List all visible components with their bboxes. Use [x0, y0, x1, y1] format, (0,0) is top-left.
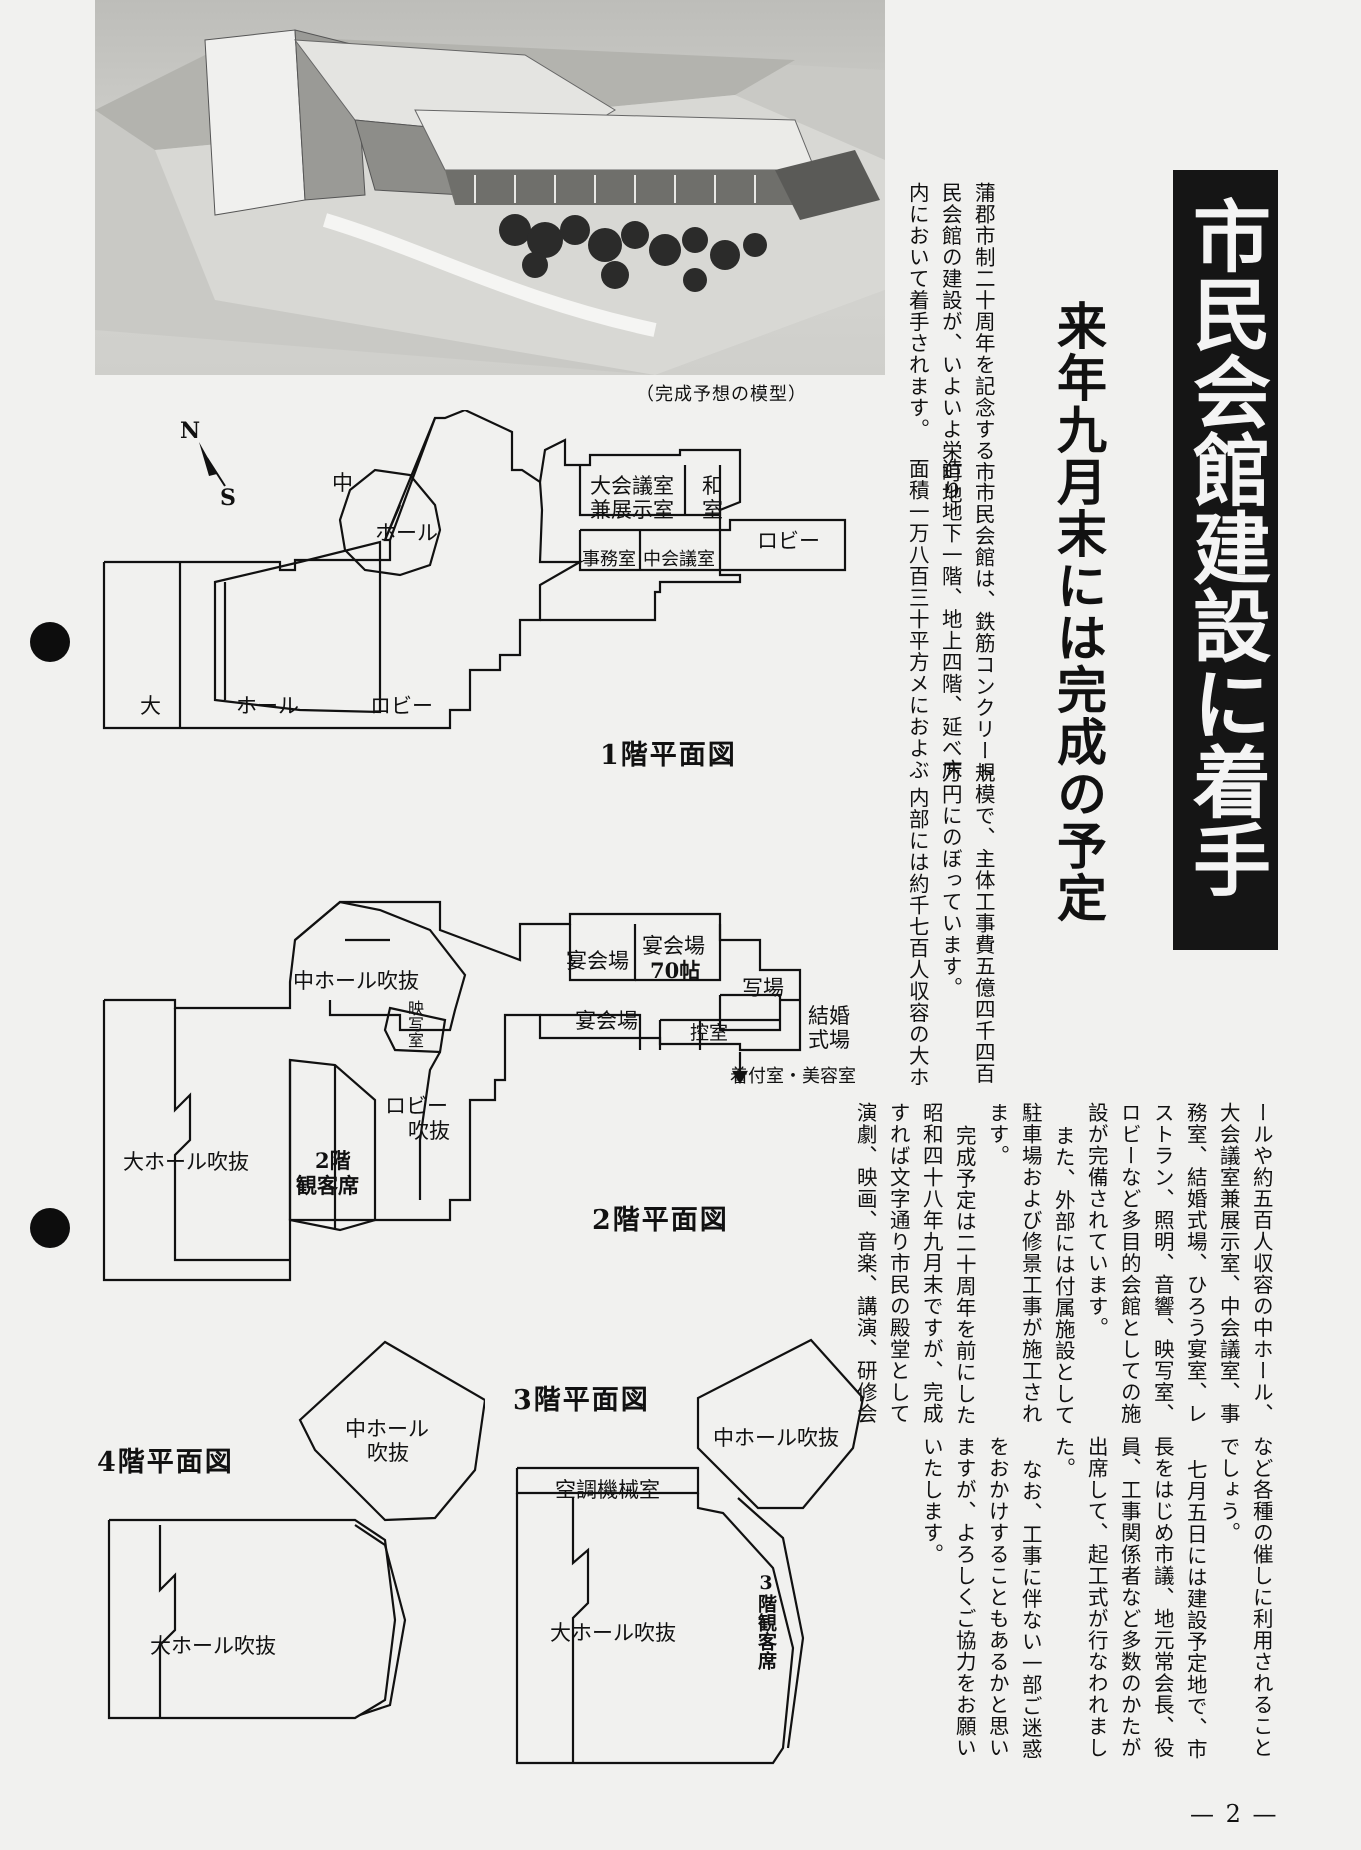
room-4f-big-hall-void: 大ホール吹抜 — [150, 1634, 276, 1658]
room-office: 事務室 — [582, 549, 636, 570]
body-column: ますが、よろしくご協力をお願い — [952, 1436, 977, 1759]
body-column: 設が完備されています。 — [1084, 1102, 1109, 1339]
body-column: 長をはじめ市議、地元常会長、役 — [1150, 1436, 1175, 1759]
room-banquet-2b: 70帖 — [650, 958, 701, 983]
room-dai: 大 — [140, 694, 161, 718]
body-column: 完成予定は二十周年を前にした — [952, 1125, 977, 1426]
room-seats-2f-2: 観客席 — [296, 1173, 359, 1198]
body-column: いたします。 — [919, 1436, 944, 1565]
body-column: 造り地下一階、地上四階、延べ床 — [938, 458, 963, 781]
body-column: 駐車場および修景工事が施工され — [1018, 1102, 1043, 1425]
body-column: ロビーなど多目的会館としての施 — [1117, 1102, 1142, 1425]
floor1-plan-drawing — [102, 410, 847, 730]
body-column: 七月五日には建設予定地で、市 — [1183, 1459, 1208, 1760]
room-aircon: 空調機械室 — [555, 1478, 660, 1502]
room-large-conference-2: 兼展示室 — [590, 498, 674, 522]
body-column: 内部には約千七百人収容の大ホ — [905, 787, 930, 1088]
room-large-hall: ホール — [236, 694, 299, 718]
body-column: ストラン、照明、音響、映写室、 — [1150, 1102, 1175, 1425]
room-mid-conference: 中会議室 — [643, 549, 715, 570]
body-column: 万円にのぼっています。 — [938, 762, 963, 999]
room-mid-hall-void: 中ホール吹抜 — [293, 969, 419, 993]
floor4-title: 4階平面図 — [97, 1447, 234, 1478]
room-banquet-3: 宴会場 — [575, 1009, 638, 1033]
room-dressing: 着付室・美容室 — [730, 1066, 856, 1087]
room-waiting: 控室 — [690, 1022, 729, 1044]
compass-arrow-icon — [199, 442, 226, 487]
body-column: なお、工事に伴ない一部ご迷惑 — [1018, 1459, 1043, 1760]
body-column: すれば文字通り市民の殿堂として — [886, 1102, 911, 1425]
body-column: 蒲郡市制二十周年を記念する市 — [971, 182, 996, 483]
room-banquet-1: 宴会場 — [566, 949, 629, 973]
body-column: 大会議室兼展示室、中会議室、事 — [1216, 1102, 1241, 1425]
room-wedding-2: 式場 — [808, 1028, 850, 1052]
compass-south: S — [220, 485, 236, 511]
room-photo-studio: 写場 — [742, 976, 784, 1000]
room-lobby-void-2: 吹抜 — [408, 1119, 450, 1143]
floor3-title: 3階平面図 — [513, 1385, 650, 1416]
room-4f-mid-void-1: 中ホール — [345, 1417, 429, 1441]
body-column: た。 — [1051, 1436, 1076, 1479]
room-small-hall: ホール — [375, 521, 438, 545]
floor3-plan-drawing — [515, 1338, 865, 1765]
headline: 市民会館建設に着手 — [1180, 196, 1271, 898]
photo-caption: （完成予想の模型） — [636, 384, 807, 405]
hole-punch — [30, 622, 70, 662]
room-large-conference-1: 大会議室 — [590, 474, 674, 498]
subheadline: 来年九月末には完成の予定 — [1049, 300, 1108, 924]
page-number: — 2 — — [1190, 1800, 1279, 1828]
body-column: また、外部には付属施設として — [1051, 1125, 1076, 1426]
building-model-photo — [95, 0, 885, 375]
room-3f-mid-hall-void: 中ホール吹抜 — [713, 1426, 839, 1450]
room-naka: 中 — [332, 471, 353, 495]
floor2-plan-drawing — [102, 900, 802, 1282]
body-column: 昭和四十八年九月末ですが、完成 — [919, 1102, 944, 1425]
body-column: 民会館の建設が、いよいよ栄町地 — [938, 182, 963, 505]
room-3f-big-hall-void: 大ホール吹抜 — [550, 1621, 676, 1645]
body-column: 務室、結婚式場、ひろう宴室、レ — [1183, 1102, 1208, 1425]
compass-north: N — [180, 418, 201, 444]
floor2-title: 2階平面図 — [592, 1205, 729, 1236]
body-column: ールや約五百人収容の中ホール、 — [1249, 1102, 1274, 1425]
room-big-hall-void: 大ホール吹抜 — [123, 1150, 249, 1174]
room-banquet-2a: 宴会場 — [642, 934, 705, 958]
body-column: 出席して、起工式が行なわれまし — [1084, 1436, 1109, 1759]
hole-punch — [30, 1208, 70, 1248]
room-lobby-right: ロビー — [757, 529, 820, 553]
room-seats-2f-1: 2階 — [315, 1148, 351, 1173]
room-lobby-void-1: ロビー — [385, 1094, 448, 1118]
room-projection: 映写室 — [405, 1000, 424, 1048]
room-lobby-main: ロビー — [370, 694, 433, 718]
room-wedding-1: 結婚 — [808, 1004, 850, 1028]
room-washitsu-1: 和 — [702, 474, 723, 498]
body-column: 規模で、主体工事費五億四千四百 — [971, 762, 996, 1085]
floor4-plan-drawing — [107, 1340, 485, 1720]
body-column: 市民会館は、鉄筋コンクリート — [971, 482, 996, 783]
building-model-illustration — [95, 29, 885, 375]
body-column: など各種の催しに利用されること — [1249, 1436, 1274, 1759]
floor1-title: 1階平面図 — [600, 740, 737, 771]
body-column: 員、工事関係者など多数のかたが — [1117, 1436, 1142, 1759]
room-washitsu-2: 室 — [702, 498, 723, 522]
body-column: 演劇、映画、音楽、講演、研修会 — [853, 1102, 878, 1425]
body-column: 内において着手されます。 — [905, 182, 930, 440]
room-seats-3f: 3階観客席 — [755, 1572, 777, 1670]
room-4f-mid-void-2: 吹抜 — [367, 1441, 409, 1465]
body-column: でしょう。 — [1216, 1436, 1241, 1544]
headline-box — [1173, 170, 1278, 950]
body-column: ます。 — [985, 1102, 1010, 1167]
body-column: 面積一万八百三十平方メにおよぶ — [905, 458, 930, 781]
body-column: をおかけすることもあるかと思い — [985, 1436, 1010, 1759]
